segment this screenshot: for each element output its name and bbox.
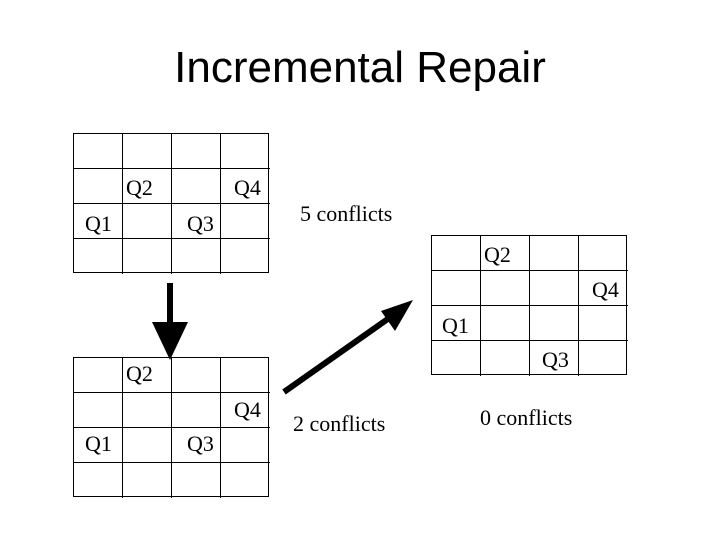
board-solution-conflicts: 0 conflicts <box>480 405 573 430</box>
board-cell <box>481 306 530 341</box>
board-cell <box>123 358 172 393</box>
board-cell <box>432 341 481 376</box>
arrow-up-right-icon <box>282 300 413 395</box>
board-cell <box>432 271 481 306</box>
board-cell <box>74 204 123 239</box>
board-step-1-queen-q1: Q1 <box>83 431 114 456</box>
board-cell <box>530 271 579 306</box>
board-cell <box>221 393 270 428</box>
board-solution-queen-q3: Q3 <box>540 347 571 372</box>
board-cell <box>579 236 628 271</box>
board-cell <box>432 236 481 271</box>
board-cell <box>221 169 270 204</box>
board-step-1-queen-q3: Q3 <box>185 431 216 456</box>
board-cell <box>172 393 221 428</box>
board-cell <box>221 134 270 169</box>
board-cell <box>530 306 579 341</box>
board-cell <box>172 169 221 204</box>
board-step-1-conflicts: 2 conflicts <box>293 411 386 436</box>
board-solution <box>431 235 628 376</box>
slide-title: Incremental Repair <box>174 43 546 92</box>
board-cell <box>74 134 123 169</box>
board-cell <box>123 169 172 204</box>
board-cell <box>172 463 221 498</box>
board-initial-queen-q1: Q1 <box>83 211 114 236</box>
board-cell <box>481 341 530 376</box>
board-cell <box>530 341 579 376</box>
board-initial-queen-q3: Q3 <box>185 211 216 236</box>
board-cell <box>123 428 172 463</box>
board-cell <box>432 306 481 341</box>
board-cell <box>74 239 123 274</box>
board-cell <box>74 393 123 428</box>
board-cell <box>172 134 221 169</box>
board-cell <box>123 204 172 239</box>
board-initial-queen-q4: Q4 <box>232 175 263 200</box>
board-cell <box>172 428 221 463</box>
board-cell <box>74 463 123 498</box>
board-solution-queen-q2: Q2 <box>482 242 513 267</box>
board-cell <box>74 358 123 393</box>
board-cell <box>221 204 270 239</box>
board-cell <box>74 428 123 463</box>
board-cell <box>123 463 172 498</box>
board-initial-queen-q2: Q2 <box>124 175 155 200</box>
board-cell <box>481 271 530 306</box>
board-cell <box>123 239 172 274</box>
board-cell <box>221 358 270 393</box>
board-cell <box>221 428 270 463</box>
board-cell <box>172 239 221 274</box>
board-cell <box>123 393 172 428</box>
board-cell <box>172 358 221 393</box>
board-solution-queen-q1: Q1 <box>440 313 471 338</box>
arrow-down-icon <box>152 283 188 360</box>
board-cell <box>172 204 221 239</box>
board-step-1-queen-q2: Q2 <box>124 361 155 386</box>
board-step-1-queen-q4: Q4 <box>232 397 263 422</box>
board-cell <box>123 134 172 169</box>
board-solution-queen-q4: Q4 <box>590 277 621 302</box>
board-cell <box>579 271 628 306</box>
board-cell <box>74 169 123 204</box>
board-initial-conflicts: 5 conflicts <box>300 201 393 226</box>
board-initial <box>73 133 270 274</box>
board-cell <box>579 306 628 341</box>
board-cell <box>481 236 530 271</box>
board-cell <box>530 236 579 271</box>
